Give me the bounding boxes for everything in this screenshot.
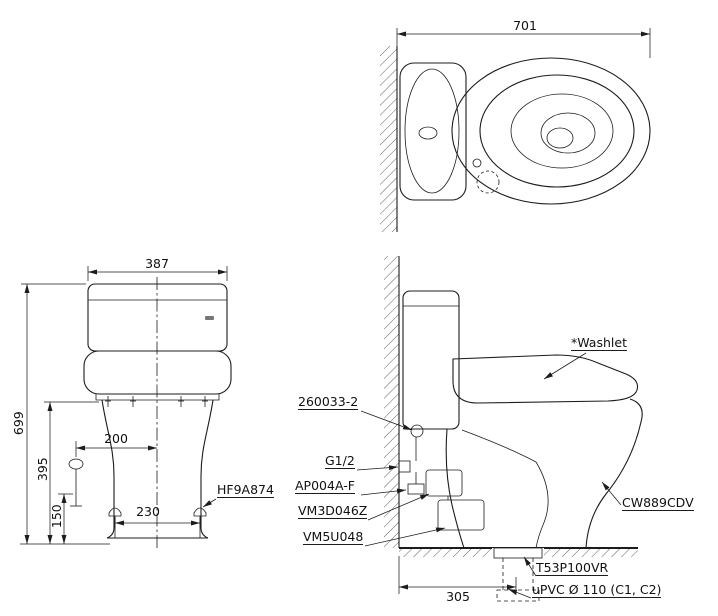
dimension-305	[398, 556, 517, 595]
dim-395-text: 395	[34, 457, 50, 482]
dim-387-text: 387	[145, 256, 169, 271]
dim-701-text: 701	[513, 18, 537, 33]
dimension-701	[396, 28, 651, 58]
label-supply-hose: 260033-2	[298, 394, 359, 411]
label-flush-valve: VM5U048	[303, 529, 364, 546]
pedestal-front-outline	[101, 399, 214, 539]
bowl-plan-outline	[451, 57, 651, 205]
label-drain-pipe: uPVC Ø 110 (C1, C2)	[532, 582, 662, 599]
front-view	[20, 266, 232, 548]
dimension-150	[58, 493, 73, 544]
top-view	[380, 28, 651, 232]
internal-valves	[425, 469, 485, 531]
washlet-front-outline	[83, 350, 232, 407]
wall-hatch-top	[380, 46, 398, 232]
dimension-395	[44, 401, 99, 544]
tank-plan-outline	[399, 62, 467, 201]
label-stop-valve: AP004A-F	[295, 478, 355, 495]
leader-thread	[356, 465, 399, 471]
brand-logo-mark	[205, 316, 214, 320]
leader-bowl-model	[601, 481, 622, 506]
tank-side-outline	[402, 290, 460, 430]
leader-lines	[356, 352, 622, 599]
dim-699-text: 699	[10, 411, 26, 436]
label-flange: T53P100VR	[536, 560, 609, 577]
supply-valve-front	[68, 458, 84, 507]
leader-fill-valve	[367, 493, 430, 521]
leader-flange	[523, 556, 537, 577]
label-washlet: *Washlet	[571, 335, 627, 352]
label-bolt-cap: HF9A874	[217, 482, 274, 499]
seat-hinge-bolts	[105, 396, 208, 407]
leader-hf9a874	[202, 498, 217, 508]
tank-front-outline	[87, 283, 228, 352]
leader-stop-valve	[360, 488, 407, 496]
side-view	[356, 256, 643, 602]
leader-supply-hose	[360, 410, 413, 431]
dim-230-text: 230	[136, 504, 160, 519]
dim-150-text: 150	[48, 504, 64, 529]
dimension-387	[87, 266, 228, 281]
dim-200-text: 200	[104, 431, 128, 446]
label-bowl-model: CW889CDV	[622, 495, 694, 512]
leader-drain-pipe	[507, 588, 532, 599]
leader-flush-valve	[364, 527, 446, 547]
washlet-side-outline	[452, 354, 639, 404]
dim-305-text: 305	[446, 589, 470, 604]
dimension-230	[114, 517, 201, 528]
bowl-side-outline	[445, 398, 643, 549]
leader-washlet	[543, 352, 587, 380]
dimension-200	[75, 441, 157, 457]
wall-hatch-side	[384, 256, 400, 548]
label-fill-valve: VM3D046Z	[298, 503, 368, 520]
drain-assembly	[492, 547, 544, 602]
dimension-699	[20, 283, 110, 545]
supply-assembly	[398, 424, 425, 495]
label-thread: G1/2	[325, 453, 355, 470]
